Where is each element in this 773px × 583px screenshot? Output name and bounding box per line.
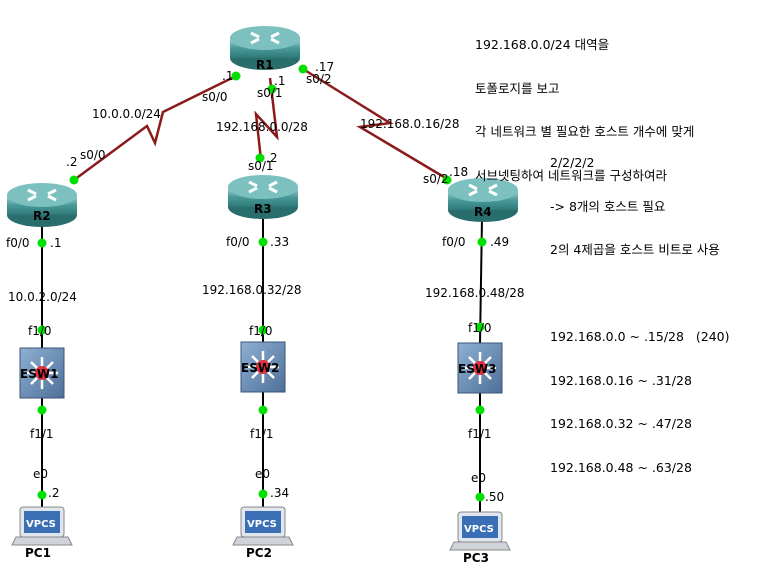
r1-s01-label: s0/1 (257, 86, 283, 100)
r2-f00-label: f0/0 (6, 236, 30, 250)
pc2-label: PC2 (246, 546, 272, 560)
r1-s02-ip: .17 (315, 60, 334, 74)
pc2-vpcs: VPCS (247, 519, 277, 530)
esw1-f11-label: f1/1 (30, 427, 54, 441)
task-line: 192.168.0.0/24 대역을 (475, 37, 610, 52)
r3-s01-label: s0/1 (248, 159, 274, 173)
r2-f00-ip: .1 (50, 236, 61, 250)
esw3-f11-label: f1/1 (468, 427, 492, 441)
pc1-e0-label: e0 (33, 467, 48, 481)
r1-label: R1 (256, 58, 274, 72)
r4-label: R4 (474, 205, 492, 219)
pc2-e0-label: e0 (255, 467, 270, 481)
r4-s02-ip: .18 (449, 165, 468, 179)
calc-line: -> 8개의 호스트 필요 (550, 198, 666, 214)
net-r1-r2: 10.0.0.0/24 (92, 107, 161, 121)
net-r1-r3: 192.168.0.0/28 (216, 120, 308, 134)
r2-s00-label: s0/0 (80, 148, 106, 162)
calc-note: 2/2/2/2 -> 8개의 호스트 필요 2의 4제곱을 호스트 비트로 사용… (550, 127, 730, 490)
task-line: 각 네트워크 별 필요한 호스트 개수에 맞게 (475, 124, 695, 139)
esw1-f10-label: f1/0 (28, 324, 52, 338)
task-note: 192.168.0.0/24 대역을 토폴로지를 보고 각 네트워크 별 필요한… (475, 9, 694, 198)
calc-line: 192.168.0.32 ~ .47/28 (550, 416, 692, 431)
r3-label: R3 (254, 202, 272, 216)
esw1-label: ESW1 (20, 367, 58, 381)
pc3-e0-label: e0 (471, 471, 486, 485)
net-lan3: 192.168.0.48/28 (425, 286, 524, 300)
r3-f00-label: f0/0 (226, 235, 250, 249)
pc3-label: PC3 (463, 551, 489, 565)
link-r1-r4[interactable] (302, 67, 450, 182)
port-indicators (37, 64, 487, 502)
r3-s01-ip: .2 (266, 151, 277, 165)
link-r1-r3[interactable] (254, 77, 279, 161)
r3-f00-ip: .33 (270, 235, 289, 249)
calc-line: 192.168.0.48 ~ .63/28 (550, 459, 692, 475)
r2-label: R2 (33, 209, 51, 223)
calc-line: 2/2/2/2 (550, 155, 595, 170)
r4-s02-label: s0/2 (423, 172, 449, 186)
r1-s00-label: s0/0 (202, 90, 228, 104)
esw3-f10-label: f1/0 (468, 321, 492, 335)
pc1-ip: .2 (48, 486, 59, 500)
calc-line: 192.168.0.0 ~ .15/28 (240) (550, 329, 730, 344)
net-r1-r4: 192.168.0.16/28 (360, 117, 459, 131)
calc-line: 2의 4제곱을 호스트 비트로 사용 (550, 242, 720, 257)
pc1-label: PC1 (25, 546, 51, 560)
task-line: 서브넷팅하여 네트워크를 구성하여라 (475, 167, 667, 183)
r1-s02-label: s0/2 (306, 72, 332, 86)
esw3-label: ESW3 (458, 362, 496, 376)
pc3-vpcs: VPCS (464, 524, 494, 535)
r2-s00-ip: .2 (66, 155, 77, 169)
r4-f00-ip: .49 (490, 235, 509, 249)
r4-f00-label: f0/0 (442, 235, 466, 249)
pc2-ip: .34 (270, 486, 289, 500)
net-lan1: 10.0.2.0/24 (8, 290, 77, 304)
pc1-vpcs: VPCS (26, 519, 56, 530)
pc3-ip: .50 (485, 490, 504, 504)
esw2-label: ESW2 (241, 361, 279, 375)
calc-line: 192.168.0.16 ~ .31/28 (550, 372, 692, 388)
esw2-f10-label: f1/0 (249, 324, 273, 338)
r1-s01-ip: .1 (274, 74, 285, 88)
link-r1-r2[interactable] (73, 74, 237, 182)
task-line: 토폴로지를 보고 (475, 80, 560, 96)
calc-line (550, 287, 730, 302)
net-lan2: 192.168.0.32/28 (202, 283, 301, 297)
esw2-f11-label: f1/1 (250, 427, 274, 441)
r1-s00-ip: .1 (222, 69, 233, 83)
